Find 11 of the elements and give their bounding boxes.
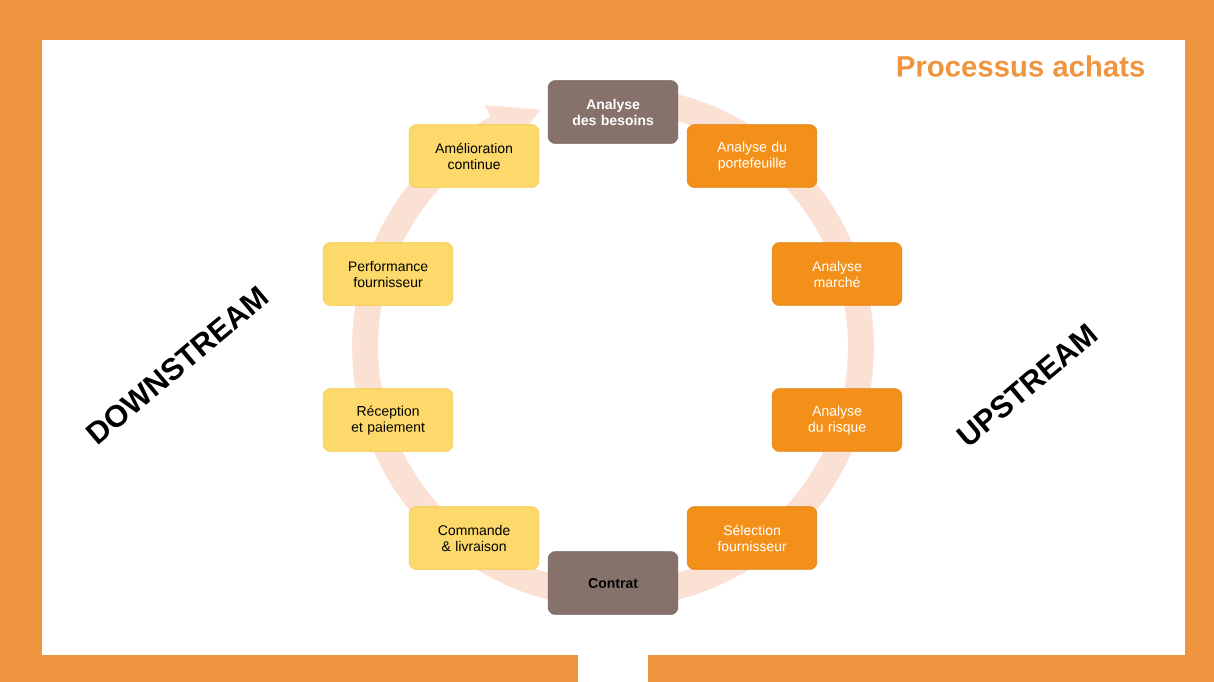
step-box: Contrat	[547, 551, 679, 615]
step-box: Analyse du portefeuille	[686, 124, 818, 188]
step-box: Réception et paiement	[322, 388, 454, 452]
step-box: Sélection fournisseur	[686, 506, 818, 570]
step-box: Amélioration continue	[408, 124, 540, 188]
title: Processus achats	[897, 55, 1145, 77]
step-box: Analyse des besoins	[547, 80, 679, 144]
step-box: Analyse du risque	[771, 388, 903, 452]
step-box: Analyse marché	[771, 242, 903, 306]
step-box: Performance fournisseur	[322, 242, 454, 306]
step-box: Commande & livraison	[408, 506, 540, 570]
